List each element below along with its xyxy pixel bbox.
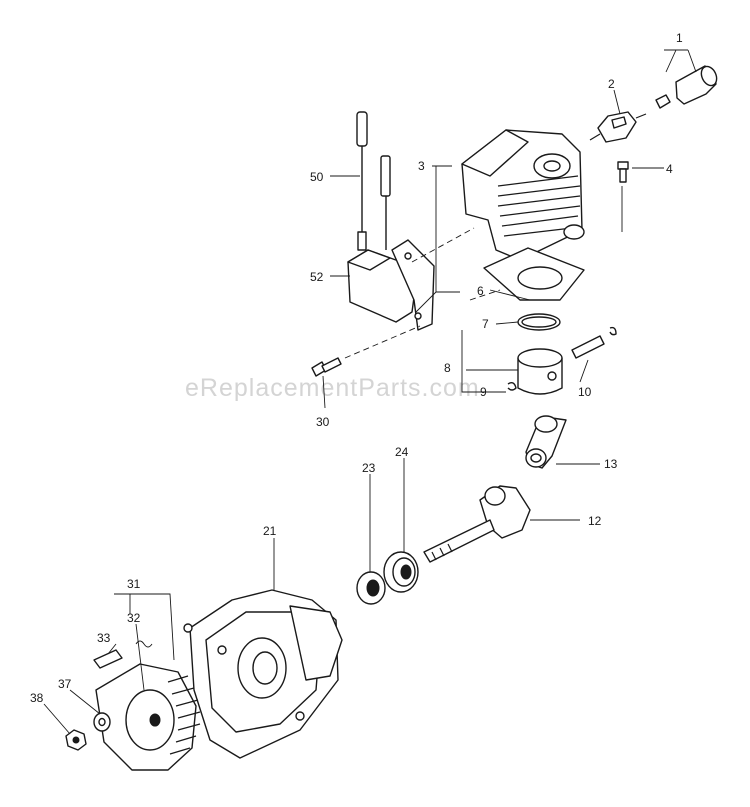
part-coil-screw bbox=[311, 357, 342, 377]
callout-37: 37 bbox=[58, 677, 72, 691]
part-piston-clip bbox=[507, 381, 517, 391]
part-spark-plug-boot bbox=[655, 65, 718, 109]
callout-labels: 1 2 3 4 6 7 8 9 10 12 13 21 23 24 30 31 … bbox=[30, 31, 683, 705]
part-nut bbox=[65, 729, 87, 751]
callout-30: 30 bbox=[316, 415, 330, 429]
callout-9: 9 bbox=[480, 385, 487, 399]
part-crankshaft bbox=[423, 485, 531, 563]
callout-52: 52 bbox=[310, 270, 324, 284]
part-connecting-rod bbox=[525, 415, 567, 469]
part-gasket bbox=[483, 247, 585, 301]
callout-12: 12 bbox=[588, 514, 602, 528]
callout-13: 13 bbox=[604, 457, 618, 471]
part-piston-ring bbox=[517, 313, 561, 331]
watermark-text: eReplacementParts.com bbox=[185, 374, 480, 402]
callout-3: 3 bbox=[418, 159, 425, 173]
part-ignition-coil bbox=[347, 239, 435, 331]
callout-50: 50 bbox=[310, 170, 324, 184]
part-cylinder-bolt bbox=[617, 161, 629, 183]
callout-6: 6 bbox=[477, 284, 484, 298]
part-oil-seal bbox=[356, 571, 386, 605]
callout-38: 38 bbox=[30, 691, 44, 705]
callout-32: 32 bbox=[127, 611, 141, 625]
part-flywheel bbox=[95, 663, 201, 771]
callout-4: 4 bbox=[666, 162, 673, 176]
callout-2: 2 bbox=[608, 77, 615, 91]
callout-33: 33 bbox=[97, 631, 111, 645]
part-washer bbox=[93, 712, 111, 732]
callout-8: 8 bbox=[444, 361, 451, 375]
callout-21: 21 bbox=[263, 524, 277, 538]
callout-24: 24 bbox=[395, 445, 409, 459]
callout-23: 23 bbox=[362, 461, 376, 475]
part-spark-plug bbox=[589, 111, 647, 143]
callout-1: 1 bbox=[676, 31, 683, 45]
part-bearing bbox=[383, 551, 419, 593]
part-pawl bbox=[93, 649, 123, 669]
callout-31: 31 bbox=[127, 577, 141, 591]
callout-7: 7 bbox=[482, 317, 489, 331]
part-high-tension-lead bbox=[356, 111, 391, 251]
part-piston-pin bbox=[571, 326, 617, 359]
leader-lines bbox=[43, 49, 697, 735]
part-cylinder bbox=[461, 129, 585, 261]
callout-10: 10 bbox=[578, 385, 592, 399]
part-crankcase bbox=[183, 589, 343, 759]
part-piston bbox=[517, 348, 563, 395]
